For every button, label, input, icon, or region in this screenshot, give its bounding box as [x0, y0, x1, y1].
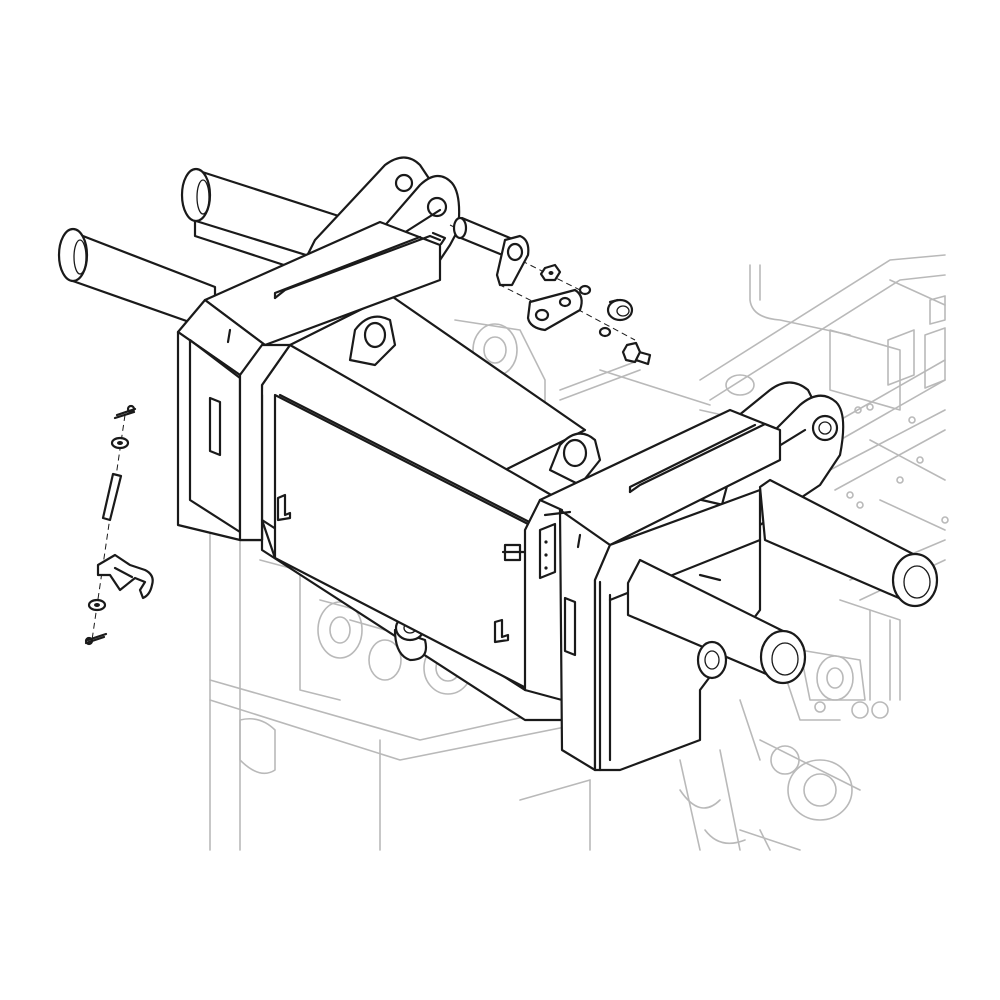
bushing	[606, 298, 634, 322]
cover-latch-assembly	[84, 404, 154, 646]
latch-handle	[96, 553, 154, 600]
cotter-pin-top	[113, 404, 137, 420]
mounting-bracket-plate	[526, 288, 583, 332]
retaining-clip	[431, 231, 447, 246]
washer-top	[110, 436, 130, 450]
cotter-pin-bottom	[84, 632, 108, 646]
lock-nut	[539, 263, 562, 282]
pin-retainer-plate	[495, 234, 530, 287]
lower-right-pin	[626, 558, 807, 685]
washer-bottom	[87, 598, 107, 612]
latch-rod	[101, 472, 123, 522]
left-end-block	[176, 220, 442, 542]
snap-ring	[598, 326, 612, 338]
upper-right-pin	[758, 478, 939, 608]
lower-left-pin	[57, 227, 217, 333]
exploded-pivot-pin-hardware	[431, 216, 652, 366]
hex-bolt	[621, 341, 652, 366]
small-washer	[578, 284, 592, 296]
